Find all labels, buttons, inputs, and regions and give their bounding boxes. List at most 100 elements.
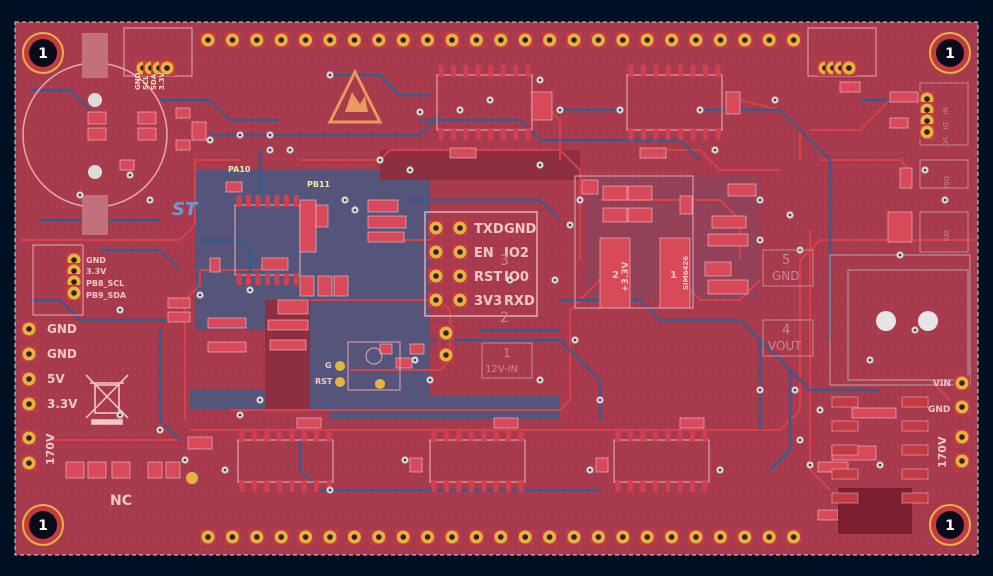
smd-component (315, 204, 329, 228)
uart-header-left-drill (433, 225, 439, 231)
top-ic-2-pin (640, 65, 646, 77)
bottom-ic-1-pin (314, 430, 320, 442)
bottom-ic-3-pin (677, 430, 683, 442)
red-trace (20, 159, 240, 241)
battery-tab (82, 33, 108, 78)
via-drill (578, 198, 582, 202)
test-point (375, 379, 385, 389)
top-header-drill (376, 37, 382, 43)
smd-component (191, 121, 207, 141)
smd-component (167, 311, 191, 323)
smd-component (711, 215, 747, 229)
bottom-ic-2-pin (456, 430, 462, 442)
smd-component (119, 159, 135, 171)
via-drill (208, 138, 212, 142)
top-ic-2-pin (690, 65, 696, 77)
bottom-ic-3-pin (677, 480, 683, 492)
via-drill (538, 163, 542, 167)
bottom-ic-1-pin (301, 430, 307, 442)
via-drill (428, 378, 432, 382)
vin-label: VIN (933, 379, 951, 389)
uart-gnd: GND (504, 222, 537, 237)
smd-component (889, 91, 919, 103)
top-header-drill (693, 37, 699, 43)
top-ic-1-pin (450, 65, 456, 77)
smd-component (889, 117, 909, 129)
smd-component (659, 237, 691, 309)
power-label-5v: 5V (47, 372, 65, 386)
left-power-header-drill (26, 376, 32, 382)
smd-component (296, 417, 322, 429)
smd-component (111, 461, 131, 479)
bottom-ic-1-outline (237, 439, 334, 483)
top-ic-2-pin (665, 65, 671, 77)
via-drill (818, 408, 822, 412)
bottom-ic-2-pin (468, 480, 474, 492)
transistor-pad (831, 468, 859, 480)
top-ic-2-pin (715, 128, 721, 140)
bottom-ic-1-pin (289, 480, 295, 492)
mount-hole (29, 39, 57, 67)
bottom-ic-2-pin (431, 430, 437, 442)
via-drill (248, 288, 252, 292)
smd-component (137, 111, 157, 125)
bottom-ic-2-pin (493, 480, 499, 492)
regulator-outline (574, 175, 694, 309)
top-header-drill (595, 37, 602, 43)
via-drill (418, 110, 422, 114)
via-drill (258, 398, 262, 402)
bottom-ic-1-pin (239, 430, 245, 442)
i2c-header-drill (71, 290, 77, 296)
test-point (335, 377, 345, 387)
bottom-ic-3-pin (640, 430, 646, 442)
bottom-ic-2-pin (506, 430, 512, 442)
rst-small-label: RST (315, 377, 333, 386)
top-header-drill (546, 37, 553, 43)
top-ic-1-pin (463, 65, 469, 77)
via-drill (718, 468, 722, 472)
via-drill (943, 198, 947, 202)
smd-component (299, 199, 317, 253)
bottom-header-drill (668, 534, 675, 540)
top-ic-1-pin (438, 65, 444, 77)
top-ic-2-pin (703, 65, 709, 77)
blue-trace (158, 330, 181, 441)
transistor-pad (831, 492, 859, 504)
smd-component (839, 81, 861, 93)
bottom-ic-3-pin (665, 480, 671, 492)
bottom-header-drill (327, 534, 333, 540)
uart-header-left-drill (433, 249, 439, 255)
top-ic-2-pin (715, 65, 721, 77)
top-ic-1-pin (513, 128, 519, 140)
via-drill (923, 168, 927, 172)
via-drill (798, 438, 802, 442)
bottom-header-drill (449, 534, 455, 540)
top-header-drill (522, 37, 528, 43)
reg-pin2-number: 2 (612, 270, 619, 281)
smd-component (147, 461, 163, 479)
12v-in-number: 1 (503, 346, 511, 360)
smd-component (899, 167, 913, 189)
top-ic-2-pin (628, 128, 634, 140)
mcu-pin (255, 195, 261, 207)
left-power-header-drill (26, 326, 32, 332)
right-mid-ws: WS (942, 230, 950, 242)
top-ic-1-pin (513, 65, 519, 77)
right-170v-header-drill (959, 434, 965, 440)
smd-component (269, 339, 307, 351)
top-ic-1-pin (488, 65, 494, 77)
bottom-ic-1-pin (326, 480, 332, 492)
left-power-header-drill (26, 351, 32, 357)
bottom-header-drill (693, 534, 699, 540)
smd-component (367, 199, 399, 213)
i2c-header-drill (71, 279, 77, 285)
smd-component (595, 457, 609, 473)
via-drill (328, 73, 332, 77)
reg-pin1-label: SIM6426 (682, 256, 690, 290)
bottom-ic-2-pin (456, 480, 462, 492)
power-label-gnd-1: GND (47, 322, 77, 336)
bottom-ic-3-pin (627, 480, 633, 492)
bottom-ic-1-pin (326, 430, 332, 442)
power-label-3v3: 3.3V (47, 397, 78, 411)
